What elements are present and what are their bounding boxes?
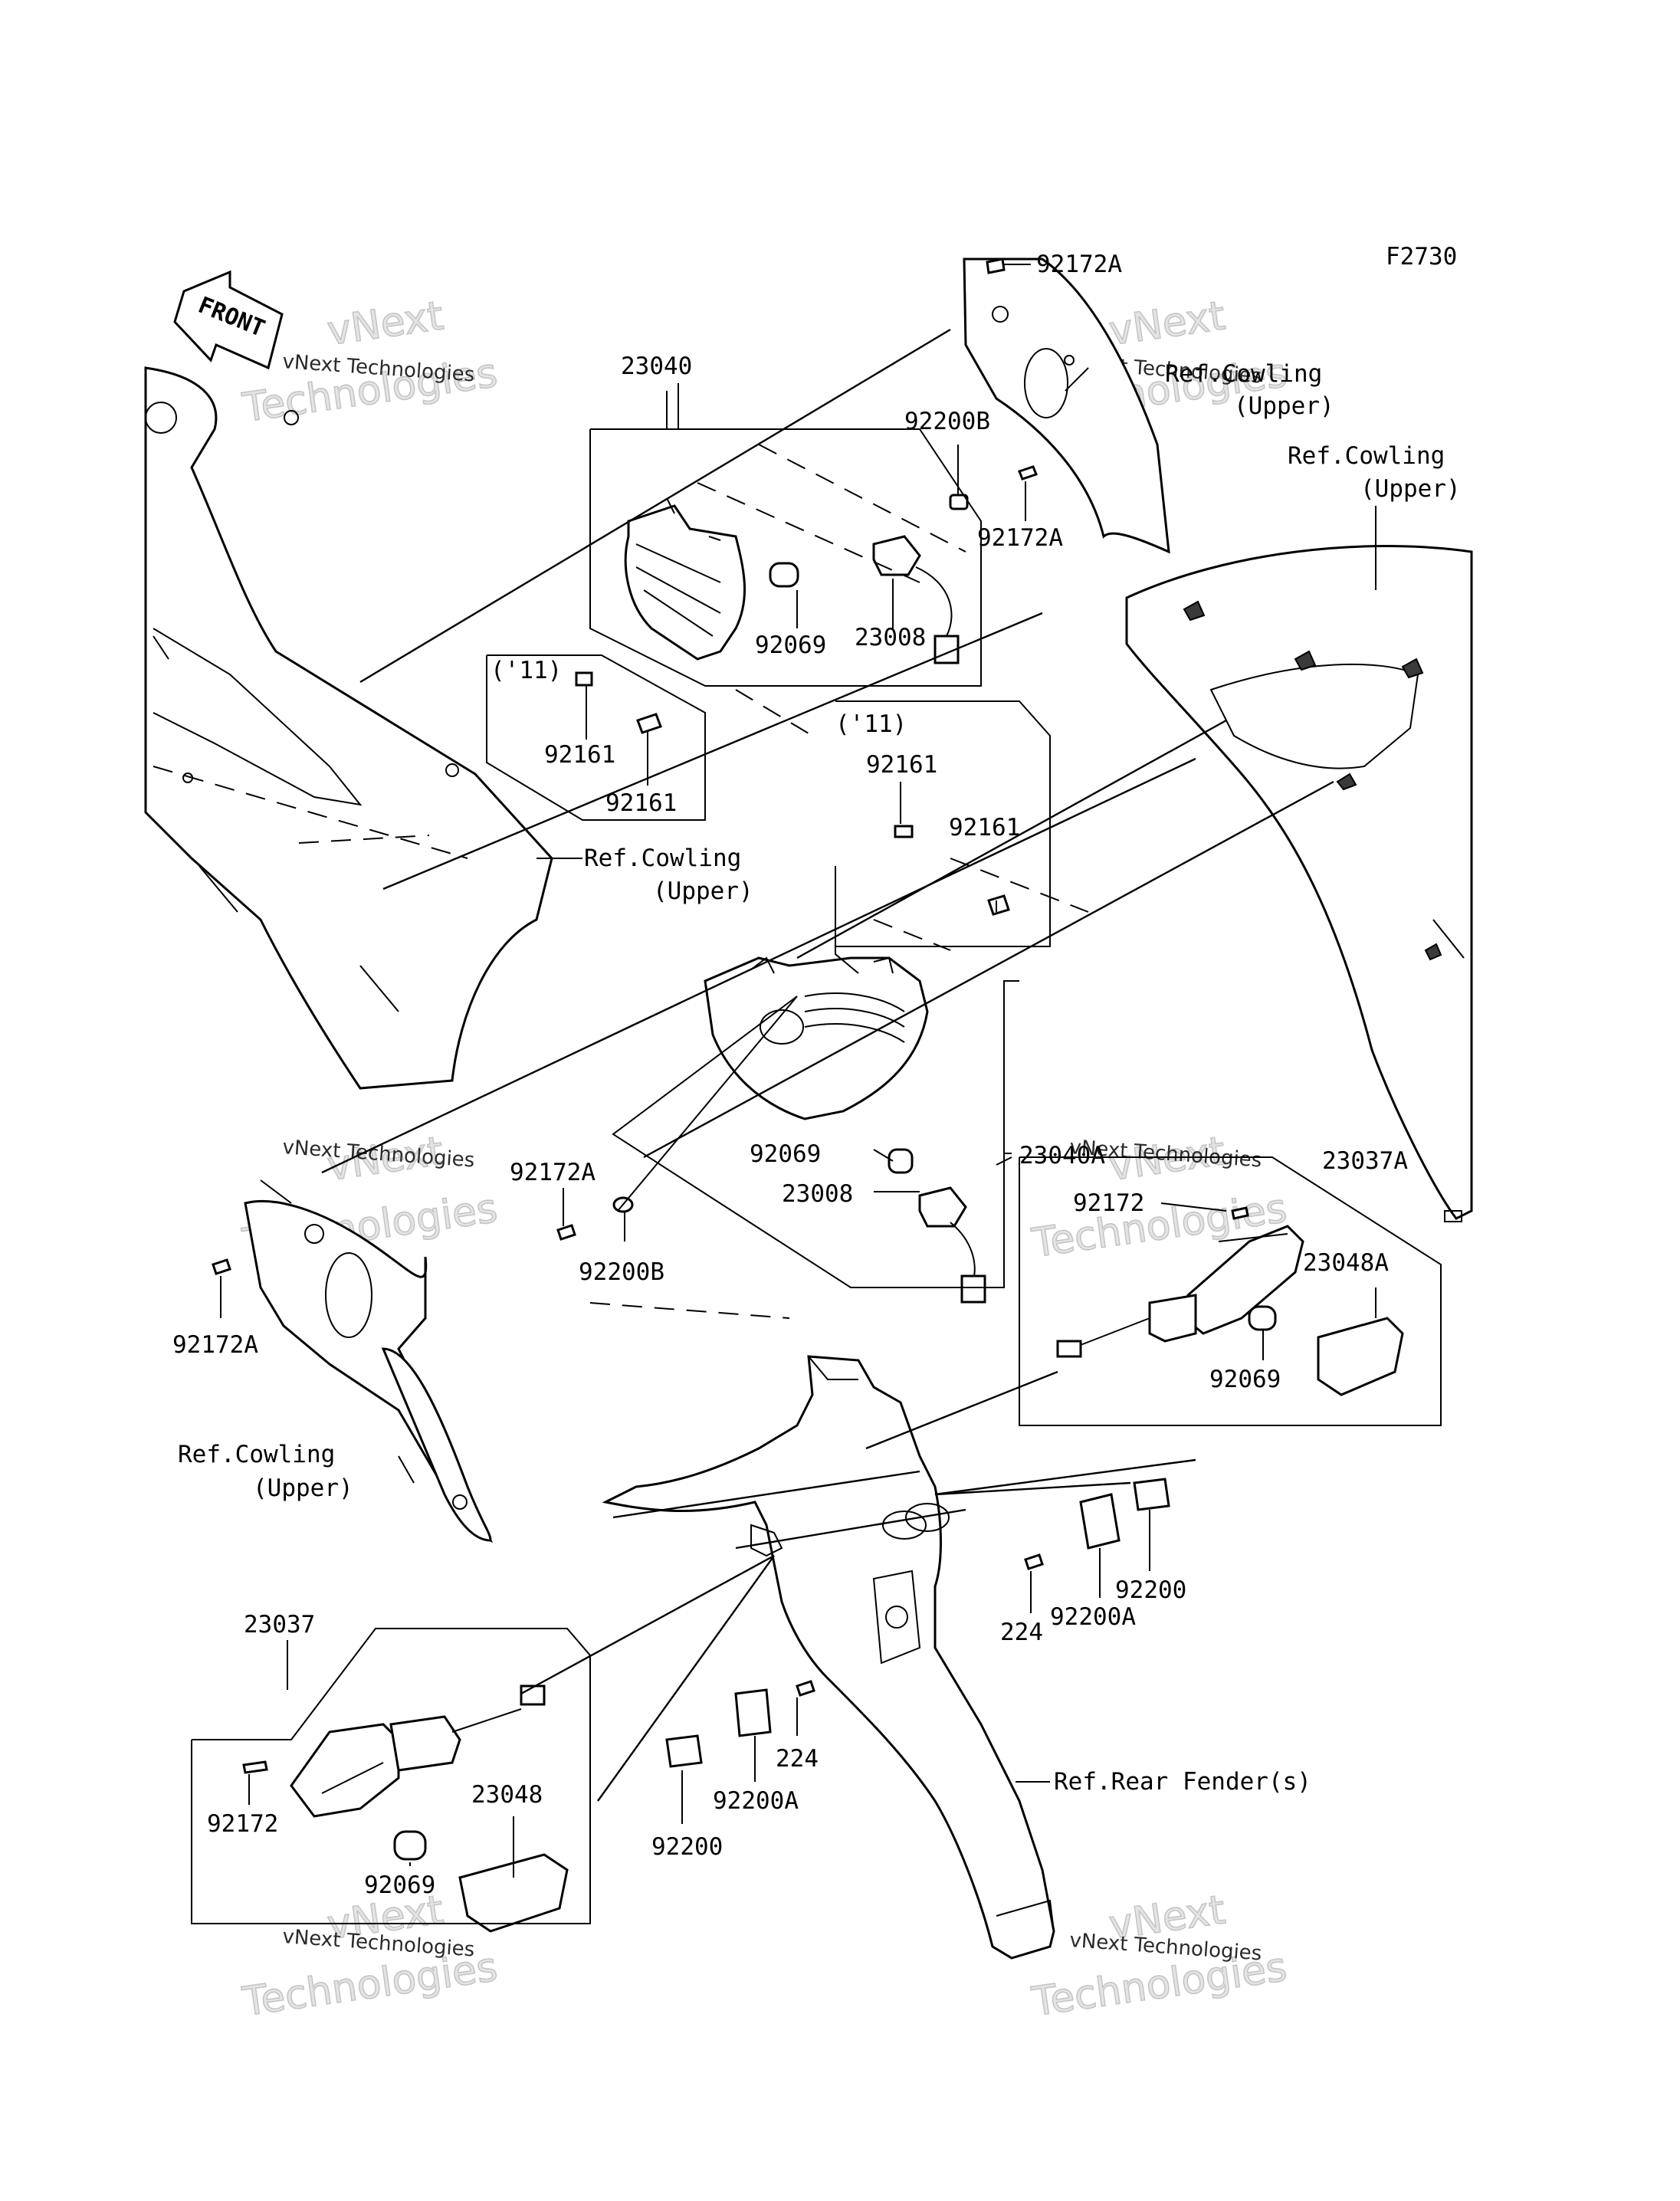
washer-92200B-top bbox=[949, 494, 969, 510]
turn-signal-left-23037 bbox=[290, 1684, 546, 1818]
ref-cowling-3a: Ref.Cowling bbox=[584, 845, 741, 872]
socket-23008-a bbox=[872, 535, 960, 664]
label-92172-left: 92172 bbox=[207, 1810, 278, 1838]
ref-rear-fender: Ref.Rear Fender(s) bbox=[1054, 1768, 1311, 1796]
rear-fender bbox=[602, 1355, 1055, 1960]
lens-23048A bbox=[1317, 1317, 1404, 1396]
label-92069-left: 92069 bbox=[364, 1871, 435, 1899]
label-92161-b1: 92161 bbox=[866, 751, 937, 779]
label-92161-b2: 92161 bbox=[949, 814, 1020, 841]
clip-92161-a1 bbox=[575, 671, 593, 687]
svg-text:vNext: vNext bbox=[1106, 293, 1228, 355]
label-92200B-left: 92200B bbox=[579, 1258, 664, 1286]
turn-signal-right-23037A bbox=[1056, 1225, 1304, 1358]
bulb-92069-right bbox=[1248, 1305, 1277, 1331]
bracket-92200A-left bbox=[734, 1688, 772, 1737]
plate-92200-left bbox=[665, 1734, 703, 1768]
label-224-right: 224 bbox=[1000, 1619, 1043, 1646]
label-92200A-right: 92200A bbox=[1050, 1603, 1136, 1631]
label-year-a: ('11) bbox=[491, 657, 562, 684]
label-92161-a1: 92161 bbox=[544, 741, 615, 769]
label-92200B-top: 92200B bbox=[904, 408, 990, 435]
taillight-23040A bbox=[704, 956, 929, 1120]
taillight-23040 bbox=[624, 497, 746, 661]
label-92200-right: 92200 bbox=[1115, 1576, 1186, 1604]
ref-cowling-1a: Ref.Cowling bbox=[1165, 360, 1322, 388]
cowling-right bbox=[1125, 545, 1473, 1222]
label-92200-left: 92200 bbox=[651, 1833, 723, 1861]
ref-cowling-1b: (Upper) bbox=[1234, 392, 1334, 420]
label-92161-a2: 92161 bbox=[605, 789, 677, 817]
ref-cowling-3b: (Upper) bbox=[653, 877, 753, 905]
front-arrow-badge: FRONT bbox=[173, 270, 284, 370]
label-23040: 23040 bbox=[621, 353, 692, 380]
plate-92200-right bbox=[1133, 1478, 1170, 1511]
bolt-92172A-mid bbox=[1018, 465, 1038, 481]
label-92069-b: 92069 bbox=[750, 1140, 821, 1168]
ref-cowling-4a: Ref.Cowling bbox=[178, 1441, 335, 1468]
label-23048A: 23048A bbox=[1303, 1249, 1389, 1277]
bulb-92069-left bbox=[393, 1830, 427, 1861]
bracket-92200A-right bbox=[1079, 1493, 1121, 1550]
screw-92172-right bbox=[1231, 1206, 1249, 1220]
ref-cowling-4b: (Upper) bbox=[253, 1474, 353, 1502]
label-23037: 23037 bbox=[244, 1611, 315, 1638]
label-23040A: 23040A bbox=[1019, 1142, 1105, 1169]
label-92172A-left: 92172A bbox=[510, 1159, 596, 1186]
label-92069-right: 92069 bbox=[1209, 1366, 1281, 1393]
label-23037A: 23037A bbox=[1322, 1147, 1408, 1175]
diagram-code: F2730 bbox=[1386, 243, 1457, 271]
label-92172A-top: 92172A bbox=[1036, 251, 1122, 278]
bulb-92069-b bbox=[888, 1148, 914, 1174]
bolt-224-right bbox=[1024, 1553, 1044, 1570]
svg-text:vNext: vNext bbox=[324, 293, 446, 355]
cowling-left-lower bbox=[244, 1179, 494, 1543]
part-labels: 92172A 23040 92200B 92172A 92069 23008 (… bbox=[172, 251, 1408, 1899]
cowling-top-right bbox=[963, 257, 1170, 554]
group-lines bbox=[191, 391, 1442, 1924]
label-92069-a: 92069 bbox=[755, 631, 826, 659]
label-year-b: ('11) bbox=[835, 710, 907, 738]
label-92172A-mid: 92172A bbox=[977, 524, 1063, 552]
clip-92161-b1 bbox=[894, 825, 914, 838]
label-23048: 23048 bbox=[471, 1781, 543, 1809]
label-23008-b: 23008 bbox=[782, 1180, 853, 1208]
screw-92172-left bbox=[242, 1760, 268, 1774]
bolt-92172A-top bbox=[986, 257, 1006, 274]
lens-23048 bbox=[458, 1853, 569, 1933]
label-92172A-low: 92172A bbox=[172, 1331, 258, 1359]
reference-labels: Ref.Cowling (Upper) Ref.Cowling (Upper) … bbox=[178, 360, 1461, 1796]
label-23008-a: 23008 bbox=[855, 624, 926, 651]
ref-cowling-2a: Ref.Cowling bbox=[1288, 442, 1445, 470]
bulb-92069-a bbox=[769, 562, 799, 588]
clip-92161-a2 bbox=[636, 713, 662, 734]
label-92172-right: 92172 bbox=[1073, 1189, 1144, 1217]
label-92200A-left: 92200A bbox=[713, 1787, 799, 1815]
label-224-left: 224 bbox=[776, 1745, 819, 1773]
assembly-lines bbox=[153, 328, 1334, 1802]
clip-92161-b2 bbox=[987, 894, 1010, 916]
bolt-92172A-left bbox=[556, 1224, 576, 1241]
cowling-left-upper bbox=[144, 366, 553, 1090]
ref-cowling-2b: (Upper) bbox=[1360, 475, 1461, 503]
watermark-top-left: vNext Technologies vNext Technologies bbox=[239, 293, 501, 432]
bolt-92172A-low bbox=[212, 1258, 231, 1275]
bolt-224-left bbox=[796, 1680, 815, 1697]
leader-lines bbox=[220, 264, 1376, 1878]
socket-23008-b bbox=[918, 1186, 986, 1304]
watermark-bottom-left: vNext Technologies vNext Technologies bbox=[239, 1887, 501, 2026]
watermark-bottom-right: vNext Technologies vNext Technologies bbox=[1029, 1887, 1291, 2026]
